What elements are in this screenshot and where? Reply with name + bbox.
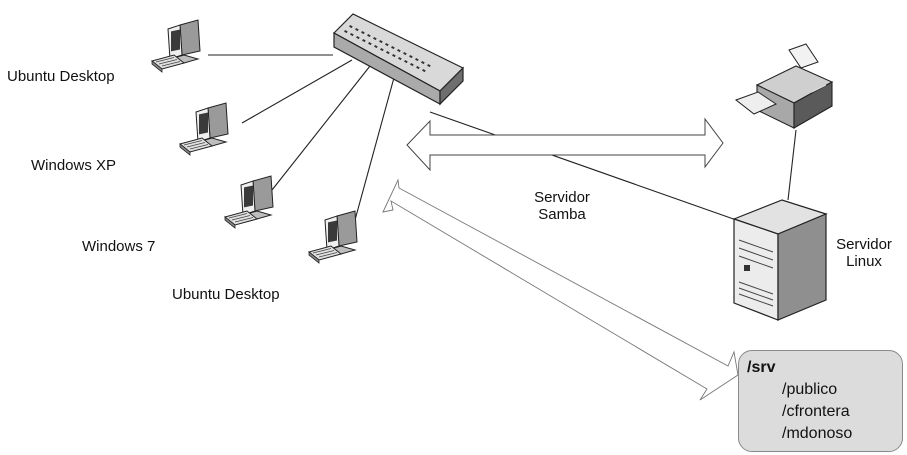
desktop-computer-icon [224,175,274,229]
samba-label-line1: Servidor [534,189,590,206]
pc1-label: Ubuntu Desktop [7,68,115,85]
share-folder-cfrontera: /cfrontera [782,403,850,420]
server-label-line2: Linux [846,253,882,271]
desktop-computer-icon [179,102,229,156]
pc2-label: Windows XP [31,157,117,174]
link-switch-server [429,111,743,223]
link-printer-server [787,129,797,201]
server-label: Servidor Linux [826,236,902,271]
desktop-computer-icon [308,210,358,264]
share-folder-mdonoso: /mdonoso [782,425,853,442]
pc3-label: Windows 7 [82,238,156,255]
desktop-computer-icon [151,19,201,73]
share-folder-publico: /publico [782,381,838,398]
server-tower-icon [732,199,828,321]
samba-label-line2: Samba [538,206,586,224]
samba-label: Servidor Samba [512,189,612,224]
samba-double-arrow [406,117,724,172]
share-folder-box: /srv /publico /cfrontera /mdonoso [738,350,903,452]
link-pc2-switch [241,59,353,124]
link-pc4-switch [354,73,396,221]
network-switch-icon [333,13,465,106]
server-label-line1: Servidor [836,236,892,253]
network-links [208,54,797,223]
link-pc3-switch [271,65,371,191]
pc4-label: Ubuntu Desktop [172,286,280,303]
printer-icon [734,43,834,129]
share-root: /srv [747,359,776,376]
